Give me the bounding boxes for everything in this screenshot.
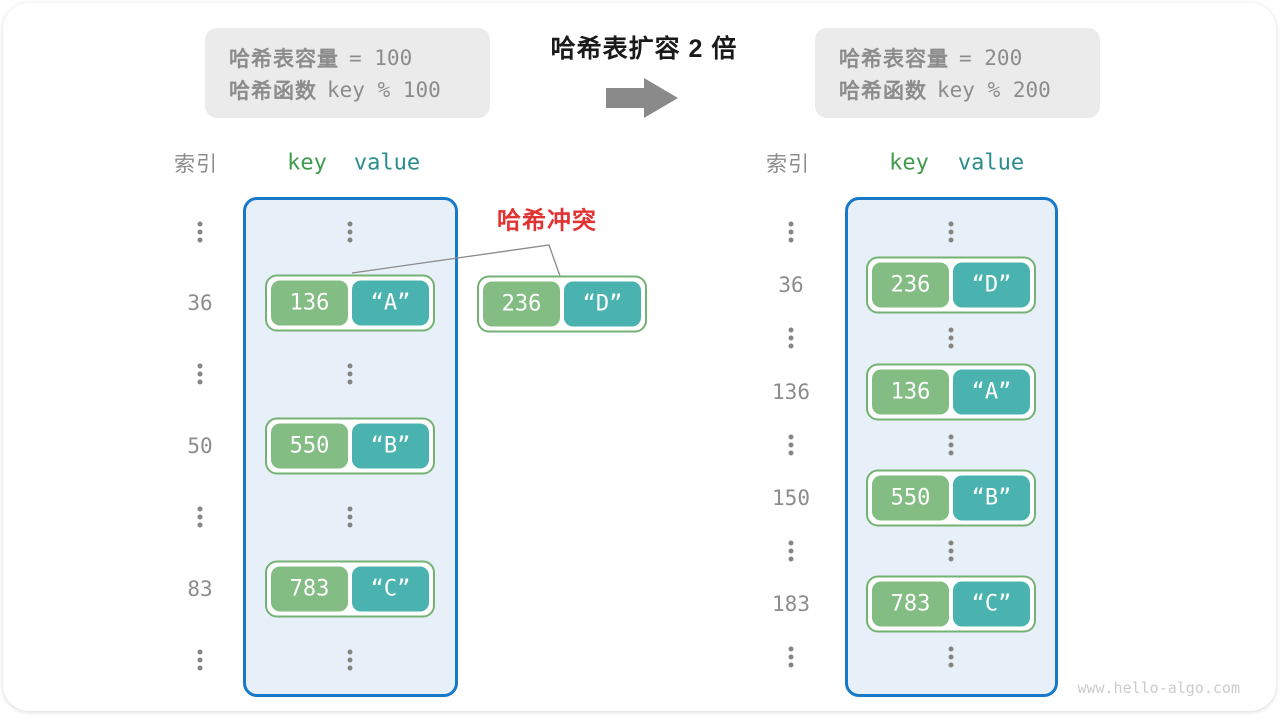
pair-value: “D”: [953, 262, 1030, 308]
pair-value: “A”: [352, 280, 429, 326]
ellipsis-dots: [948, 221, 954, 243]
ellipsis-dots: [948, 540, 954, 562]
pair-key: 550: [271, 423, 348, 469]
value-header-before: value: [353, 150, 421, 176]
capacity-line: 哈希表容量 = 200: [839, 42, 1100, 74]
capacity-label: 哈希表容量: [229, 48, 339, 71]
ellipsis-dots: [197, 649, 203, 671]
kv-pair: 783“C”: [866, 575, 1036, 633]
ellipsis-dots: [788, 434, 794, 456]
pair-value: “D”: [564, 281, 641, 327]
ellipsis-dots: [347, 363, 353, 385]
index-label: 50: [187, 434, 213, 458]
capacity-value: = 100: [349, 46, 413, 70]
kv-pair: 550“B”: [265, 417, 435, 475]
ellipsis-dots: [197, 221, 203, 243]
index-label: 150: [772, 486, 810, 510]
index-header-before: 索引: [174, 153, 218, 176]
index-label: 36: [187, 291, 213, 315]
ellipsis-dots: [347, 506, 353, 528]
capacity-box-after: 哈希表容量 = 200 哈希函数 key % 200: [815, 28, 1100, 118]
hash-fn-label: 哈希函数: [229, 80, 317, 103]
ellipsis-dots: [197, 363, 203, 385]
index-label: 36: [778, 273, 804, 297]
capacity-box-before: 哈希表容量 = 100 哈希函数 key % 100: [205, 28, 490, 118]
ellipsis-dots: [788, 646, 794, 668]
ellipsis-dots: [788, 221, 794, 243]
hash-fn-value: key % 100: [327, 78, 441, 102]
capacity-value: = 200: [959, 46, 1023, 70]
index-header-after: 索引: [766, 153, 810, 176]
key-header-after: key: [889, 150, 929, 176]
watermark: www.hello-algo.com: [1077, 679, 1240, 697]
index-label: 183: [772, 592, 810, 616]
pair-key: 783: [271, 566, 348, 612]
kv-pair: 136“A”: [265, 274, 435, 332]
collision-label: 哈希冲突: [497, 207, 597, 235]
hash-fn-line: 哈希函数 key % 200: [839, 74, 1100, 106]
pair-value: “C”: [352, 566, 429, 612]
kv-pair: 236“D”: [866, 256, 1036, 314]
pair-key: 136: [872, 369, 949, 415]
kv-pair: 136“A”: [866, 363, 1036, 421]
ellipsis-dots: [347, 649, 353, 671]
key-header-before: key: [287, 150, 327, 176]
ellipsis-dots: [948, 434, 954, 456]
pair-value: “C”: [953, 581, 1030, 627]
pair-value: “A”: [953, 369, 1030, 415]
pair-key: 236: [872, 262, 949, 308]
capacity-line: 哈希表容量 = 100: [229, 42, 490, 74]
index-label: 83: [187, 577, 213, 601]
pair-value: “B”: [953, 475, 1030, 521]
ellipsis-dots: [197, 506, 203, 528]
value-header-after: value: [957, 150, 1025, 176]
capacity-label: 哈希表容量: [839, 48, 949, 71]
ellipsis-dots: [948, 327, 954, 349]
pair-key: 550: [872, 475, 949, 521]
diagram-card: [3, 3, 1276, 711]
pair-key: 783: [872, 581, 949, 627]
hash-fn-label: 哈希函数: [839, 80, 927, 103]
expand-title: 哈希表扩容 2 倍: [550, 35, 738, 63]
right-arrow-icon: [606, 78, 678, 118]
ellipsis-dots: [788, 540, 794, 562]
hash-fn-value: key % 200: [937, 78, 1051, 102]
pair-key: 236: [483, 281, 560, 327]
index-label: 136: [772, 380, 810, 404]
kv-pair: 236“D”: [477, 275, 647, 333]
kv-pair: 550“B”: [866, 469, 1036, 527]
pair-key: 136: [271, 280, 348, 326]
hash-fn-line: 哈希函数 key % 100: [229, 74, 490, 106]
ellipsis-dots: [347, 221, 353, 243]
pair-value: “B”: [352, 423, 429, 469]
kv-pair: 783“C”: [265, 560, 435, 618]
ellipsis-dots: [788, 327, 794, 349]
ellipsis-dots: [948, 646, 954, 668]
